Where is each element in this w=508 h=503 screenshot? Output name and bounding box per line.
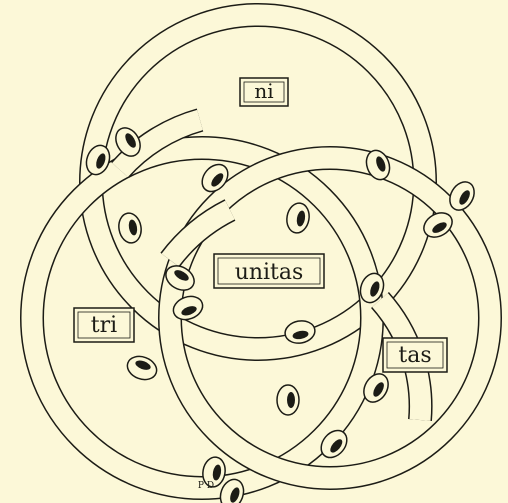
clasp-ornament	[124, 353, 160, 384]
monogram-pd: P D	[198, 481, 214, 491]
label-center-plaque: unitas	[214, 254, 324, 288]
clasp-ornament	[117, 211, 144, 244]
label-right-plaque: tas	[383, 338, 447, 372]
label-center: unitas	[235, 260, 304, 285]
label-top-plaque: ni	[240, 78, 288, 106]
label-top: ni	[254, 79, 273, 103]
label-left-plaque: tri	[74, 308, 134, 342]
label-right: tas	[398, 343, 431, 368]
label-left: tri	[91, 313, 117, 338]
clasp-ornament	[285, 201, 312, 234]
clasp-ornament	[277, 385, 299, 415]
